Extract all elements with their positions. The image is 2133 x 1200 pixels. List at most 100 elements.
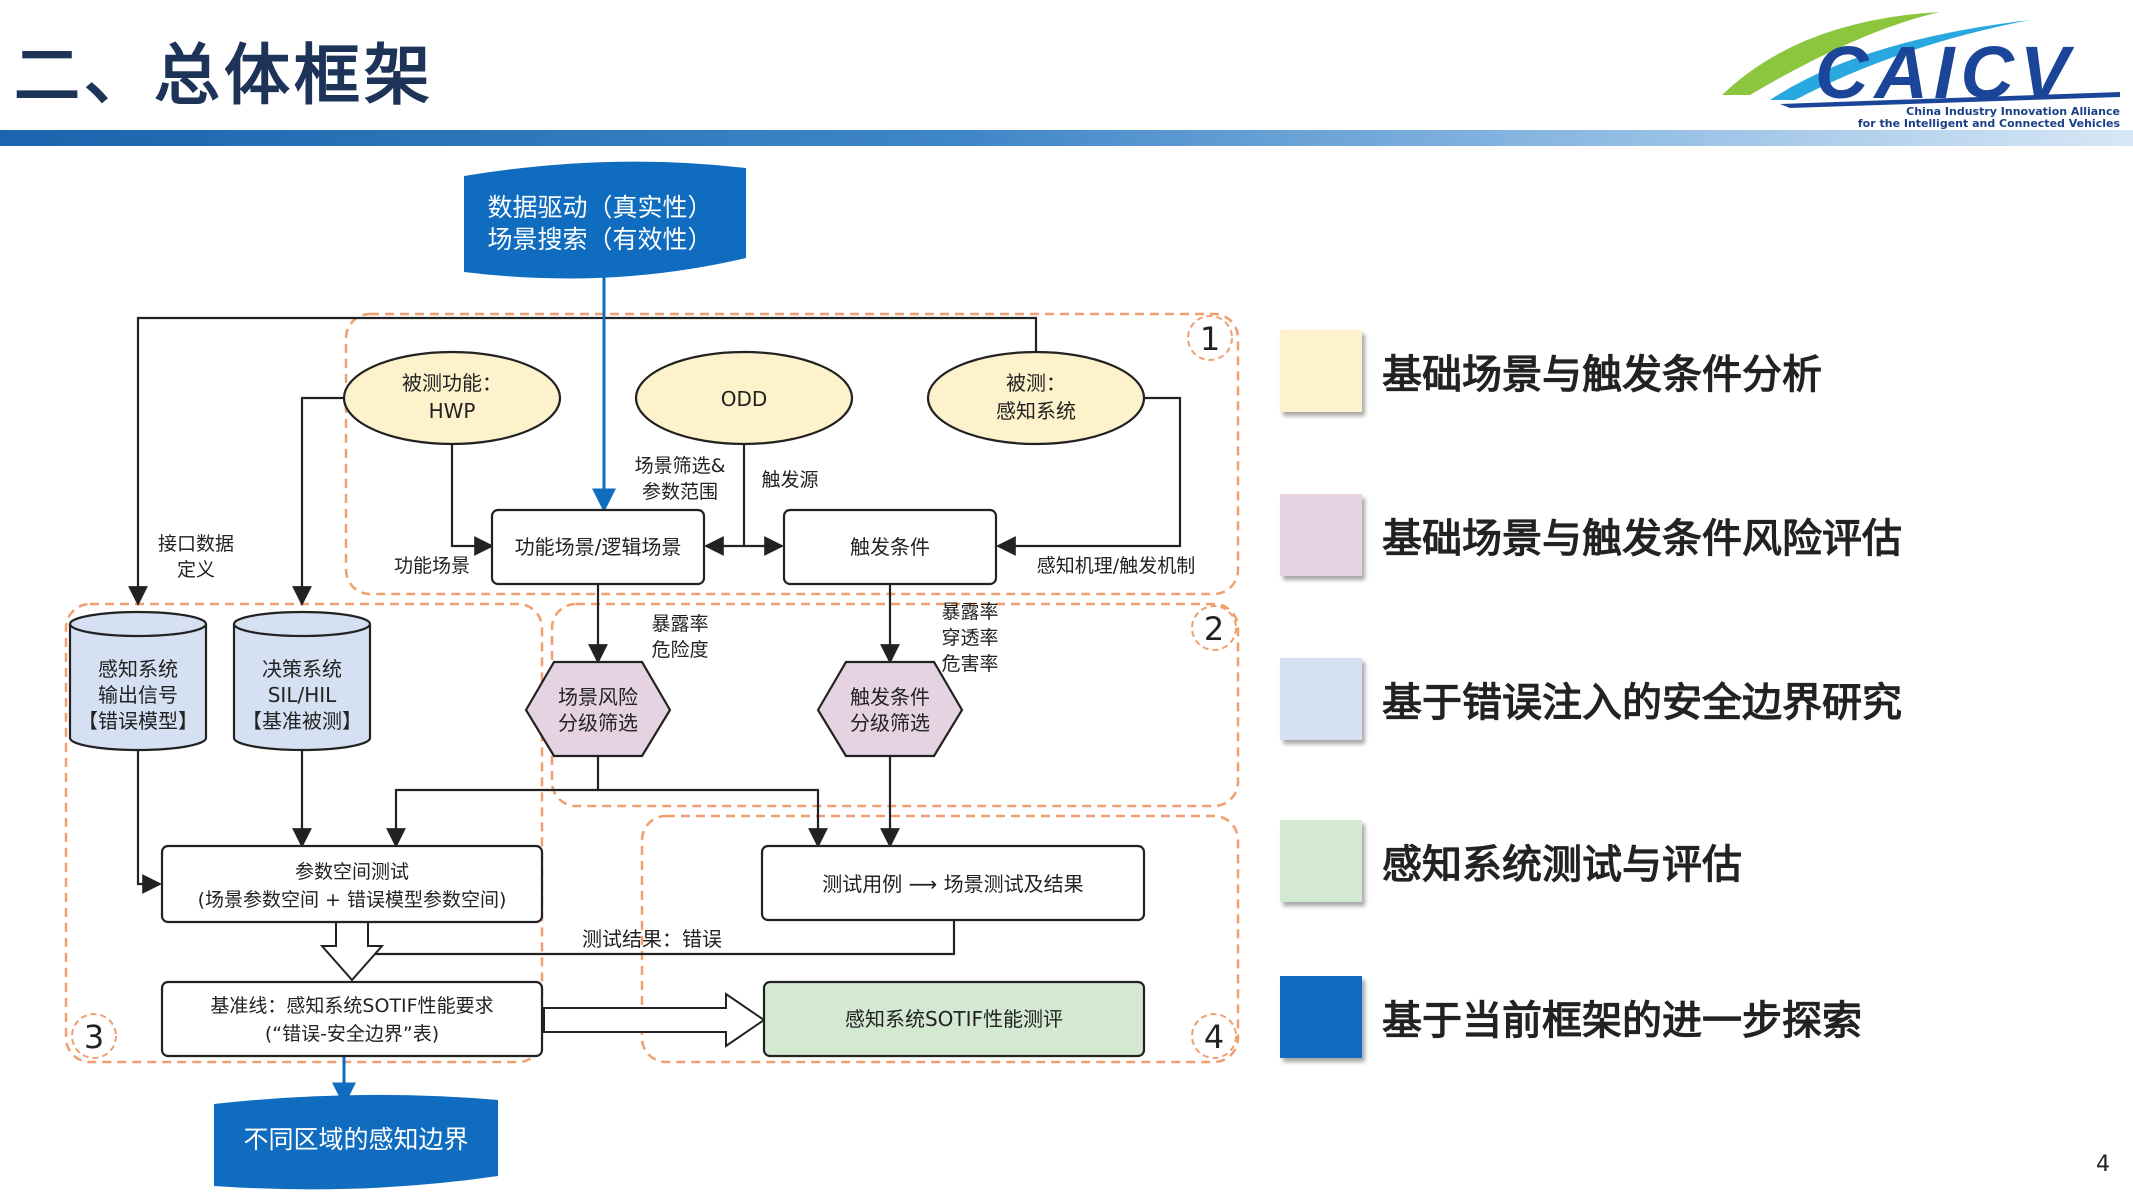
label-rates-line-2: 穿透率 [941, 627, 998, 649]
logo-underline [1780, 92, 2120, 108]
cylinder-perception-line-1: 感知系统 [98, 657, 178, 681]
ellipse-odd [634, 350, 854, 446]
box-testcase [760, 844, 1146, 922]
label-rates-line-1: 暴露率 [941, 601, 998, 623]
banner-perception-boundary [214, 1094, 498, 1190]
label-function-scene: 功能场景 [394, 555, 470, 577]
label-interface-line-1: 接口数据 [158, 533, 234, 555]
region-1-number: 1 [1200, 320, 1220, 358]
box-logic-scene-label: 功能场景/逻辑场景 [515, 535, 682, 559]
box-baseline [160, 980, 544, 1058]
hexagon-scene-risk [524, 660, 672, 758]
region-3-number: 3 [84, 1018, 104, 1056]
banner-data-driven [464, 161, 746, 279]
ellipse-function-line-1: 被测功能： [402, 371, 502, 395]
banner-top-line-1: 数据驱动（真实性） [487, 193, 712, 222]
region-4-number: 4 [1204, 1018, 1224, 1056]
ellipse-odd-label: ODD [721, 387, 768, 411]
legend-label: 基于当前框架的进一步探索 [1382, 998, 1862, 1044]
legend-label: 感知系统测试与评估 [1382, 842, 1742, 888]
legend-swatch-blue-light [1280, 658, 1362, 740]
legend-label: 基于错误注入的安全边界研究 [1382, 680, 1902, 726]
legend-swatch-blue-dark [1280, 976, 1362, 1058]
region-1-badge [1187, 315, 1233, 361]
logo-swoosh-green [1722, 12, 1940, 95]
hex-trigger-line-2: 分级筛选 [850, 711, 930, 735]
region-3-badge [71, 1013, 117, 1059]
legend-item-further-exploration: 基于当前框架的进一步探索 [1280, 976, 1862, 1058]
cylinder-perception-line-3: 【错误模型】 [78, 709, 198, 733]
region-2-badge [1191, 605, 1237, 651]
box-eval-label: 感知系统SOTIF性能测评 [845, 1007, 1063, 1031]
title-underline-bar [0, 130, 2133, 146]
connector-function-to-logic [450, 440, 494, 556]
hex-scene-line-2: 分级筛选 [558, 711, 638, 735]
connector-cylinder-to-param [136, 740, 162, 894]
label-filter-line-1: 场景筛选& [635, 455, 726, 477]
label-interface-line-2: 定义 [177, 559, 215, 581]
region-1 [344, 312, 1240, 596]
connector-perception-to-trigger [996, 396, 1182, 556]
connector-scenehex-to-testcase [596, 756, 828, 848]
hex-scene-line-1: 场景风险 [558, 685, 638, 709]
banner-bottom-text: 不同区域的感知边界 [243, 1125, 468, 1154]
connector-top-loop [128, 316, 1038, 606]
label-test-result: 测试结果：错误 [582, 927, 722, 951]
ellipse-tested-perception [926, 350, 1146, 446]
banner-top-line-2: 场景搜索（有效性） [487, 225, 712, 254]
label-rates-line-3: 危害率 [941, 653, 998, 675]
legend-item-risk-assessment: 基础场景与触发条件风险评估 [1280, 494, 1902, 576]
cylinder-decision-line-1: 决策系统 [262, 657, 342, 681]
cylinder-decision-line-2: SIL/HIL [268, 683, 337, 707]
region-4-badge [1191, 1013, 1237, 1059]
hollow-arrow-right [543, 992, 766, 1048]
cylinder-decision-line-3: 【基准被测】 [242, 709, 362, 733]
hex-trigger-line-1: 触发条件 [850, 685, 930, 709]
label-trigger-source: 触发源 [761, 469, 818, 491]
box-baseline-line-2: (“错误-安全边界”表) [265, 1023, 439, 1045]
box-sotif-evaluation [762, 980, 1146, 1058]
caicv-logo: CAICV [1722, 12, 2120, 114]
page-title: 二、总体框架 [14, 37, 434, 114]
logo-sub-line-1: China Industry Innovation Alliance [1906, 105, 2120, 118]
box-baseline-line-1: 基准线：感知系统SOTIF性能要求 [210, 995, 493, 1017]
box-logic-scene [490, 508, 706, 586]
legend-item-basic-scene-analysis: 基础场景与触发条件分析 [1280, 330, 1822, 412]
box-param-line-1: 参数空间测试 [295, 861, 409, 883]
label-exposure-line-2: 危险度 [651, 639, 708, 661]
legend-swatch-yellow [1280, 330, 1362, 412]
logo-sub-line-2: for the Intelligent and Connected Vehicl… [1857, 117, 2120, 130]
label-filter-line-2: 参数范围 [642, 481, 718, 503]
box-parameter-space-test [160, 844, 544, 924]
legend-item-perception-test: 感知系统测试与评估 [1280, 820, 1742, 902]
logo-subtitle: China Industry Innovation Alliance for t… [1830, 106, 2120, 130]
region-2 [550, 602, 1240, 808]
legend-swatch-green [1280, 820, 1362, 902]
region-2-number: 2 [1204, 610, 1224, 648]
box-trigger-condition [782, 508, 998, 586]
page-number: 4 [2096, 1152, 2110, 1177]
logo-swoosh-blue [1770, 20, 2030, 100]
hollow-arrow-down [319, 921, 385, 982]
box-testcase-label: 测试用例 ⟶ 场景测试及结果 [822, 872, 1083, 896]
ellipse-perception-line-1: 被测： [1006, 371, 1066, 395]
cylinder-perception-line-2: 输出信号 [98, 683, 178, 707]
label-mechanism: 感知机理/触发机制 [1037, 555, 1195, 577]
cylinder-decision-system [232, 610, 372, 752]
box-trigger-label: 触发条件 [850, 535, 930, 559]
connector-function-to-decision [292, 396, 346, 606]
legend-swatch-pink [1280, 494, 1362, 576]
legend-label: 基础场景与触发条件风险评估 [1382, 516, 1902, 562]
box-param-line-2: (场景参数空间 + 错误模型参数空间) [198, 889, 507, 911]
ellipse-perception-line-2: 感知系统 [996, 399, 1076, 423]
framework-diagram: 1 2 3 4 [64, 161, 1240, 1190]
ellipse-function-line-2: HWP [429, 399, 476, 423]
ellipse-tested-function [342, 350, 562, 446]
cylinder-perception-output [68, 610, 208, 752]
region-4 [640, 814, 1240, 1064]
connector-scenehex-to-param [386, 788, 598, 848]
hexagon-trigger-risk [816, 660, 964, 758]
legend-label: 基础场景与触发条件分析 [1382, 352, 1822, 398]
legend-item-error-injection: 基于错误注入的安全边界研究 [1280, 658, 1902, 740]
label-exposure-line-1: 暴露率 [651, 613, 708, 635]
